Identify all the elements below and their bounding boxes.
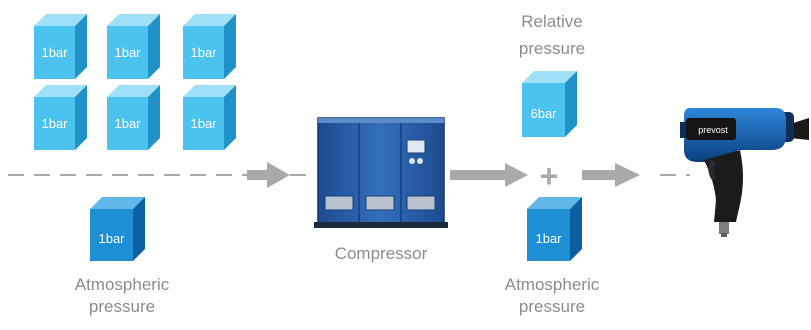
cube-atmospheric-left: 1bar — [90, 197, 145, 261]
cube-label: 1bar — [41, 45, 68, 60]
arrow-to-compressor — [247, 162, 290, 188]
plus-sign: + — [540, 158, 559, 194]
cube-label: 1bar — [190, 45, 217, 60]
cube-label: 1bar — [98, 231, 125, 246]
tool-brand: prevost — [698, 125, 728, 135]
compressor-icon — [314, 117, 448, 228]
left-caption-line2: pressure — [89, 297, 155, 316]
cube-label: 1bar — [114, 45, 141, 60]
cube-label: 1bar — [535, 231, 562, 246]
cube: 1bar — [107, 85, 160, 150]
cube-label: 6bar — [530, 106, 557, 121]
right-caption-line1: Atmospheric — [505, 275, 600, 294]
cube: 1bar — [34, 14, 87, 79]
arrow-to-tool — [582, 163, 640, 187]
cube-label: 1bar — [114, 116, 141, 131]
left-caption-line1: Atmospheric — [75, 275, 170, 294]
relative-caption-line2: pressure — [519, 39, 585, 58]
cube: 1bar — [34, 85, 87, 150]
right-caption-line2: pressure — [519, 297, 585, 316]
cube: 1bar — [183, 14, 236, 79]
cube-label: 1bar — [190, 116, 217, 131]
relative-caption-line1: Relative — [521, 12, 582, 31]
impact-wrench-icon: prevost — [680, 108, 809, 237]
cube: 1bar — [183, 85, 236, 150]
cube-atmospheric-right: 1bar — [527, 197, 582, 261]
cube: 1bar — [107, 14, 160, 79]
arrow-from-compressor — [450, 163, 528, 187]
cube-label: 1bar — [41, 116, 68, 131]
cube-relative: 6bar — [522, 71, 577, 137]
compressor-label: Compressor — [335, 244, 428, 263]
